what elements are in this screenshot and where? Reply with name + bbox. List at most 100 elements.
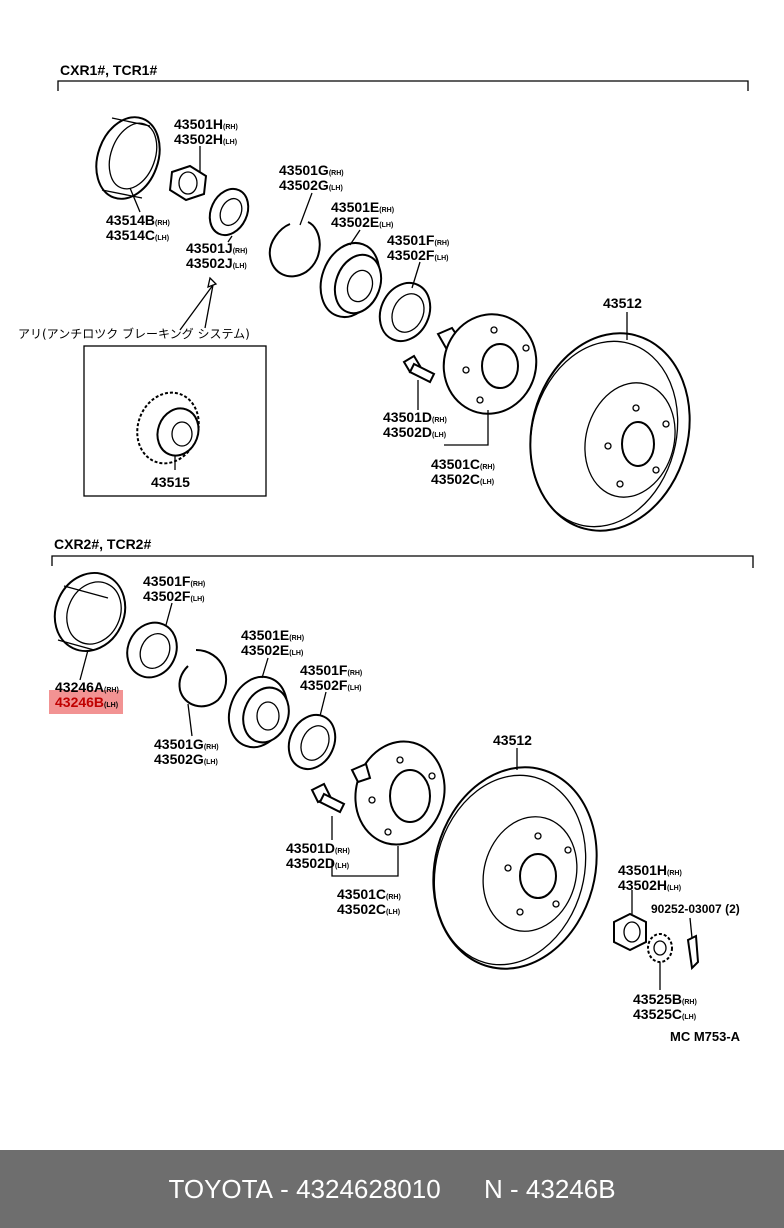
leader-s2-seal-b — [319, 691, 327, 717]
svg-text:43501D(RH): 43501D(RH) — [383, 409, 447, 425]
leader-s1-hub — [444, 410, 489, 446]
lock-nut-part — [208, 187, 250, 237]
svg-text:43502C(LH): 43502C(LH) — [431, 471, 494, 487]
highlighted-part-number: 43246B(LH) — [55, 694, 118, 710]
callout-s2-seal-a: 43501F(RH) 43502F(LH) — [143, 573, 205, 604]
footer-separator: - — [272, 1173, 297, 1204]
leader-s1-snap — [299, 192, 313, 226]
callout-s1-bearing: 43501E(RH) 43502E(LH) — [331, 199, 394, 230]
svg-text:43502F(LH): 43502F(LH) — [143, 588, 204, 604]
svg-text:43502F(LH): 43502F(LH) — [300, 677, 361, 693]
svg-text:43501F(RH): 43501F(RH) — [143, 573, 205, 589]
callout-s2-lock: 43525B(RH) 43525C(LH) — [633, 991, 697, 1022]
svg-text:43501H(RH): 43501H(RH) — [618, 862, 682, 878]
axle-hub-2-part — [350, 740, 446, 846]
leader-s1-seal — [411, 261, 421, 289]
svg-text:43502C(LH): 43502C(LH) — [337, 901, 400, 917]
snap-ring-part — [268, 221, 321, 278]
svg-text:43502G(LH): 43502G(LH) — [154, 751, 218, 767]
section-bracket-1 — [57, 80, 749, 91]
svg-text:43501F(RH): 43501F(RH) — [387, 232, 449, 248]
callout-s1-rotor: 43515 — [151, 474, 190, 490]
svg-text:43502F(LH): 43502F(LH) — [387, 247, 448, 263]
hub-nut-2-part — [613, 912, 647, 952]
hub-cover-43246-part — [53, 572, 127, 652]
callout-s2-pin: 90252-03007 (2) — [651, 902, 740, 916]
leader-s2-seal-a — [165, 602, 173, 626]
parts-diagram: CXR1#, TCR1# — [18, 62, 754, 1044]
snap-ring-2-part — [178, 649, 228, 708]
svg-text:43502J(LH): 43502J(LH) — [186, 255, 247, 271]
brake-disc-part — [529, 332, 691, 532]
hub-cover-part — [95, 116, 161, 200]
hub-nut-part — [168, 164, 208, 202]
leader-s2-snap — [187, 703, 193, 737]
callout-s2-cover: 43246A(RH) 43246B(LH) — [55, 679, 119, 710]
leader-s2-hub — [331, 846, 399, 877]
section-bracket-2 — [51, 555, 754, 568]
callout-s1-seal: 43501F(RH) 43502F(LH) — [387, 232, 449, 263]
svg-text:43502H(LH): 43502H(LH) — [174, 131, 237, 147]
svg-text:43501C(RH): 43501C(RH) — [337, 886, 401, 902]
callout-s1-cover: 43514B(RH) 43514C(LH) — [106, 212, 170, 243]
cotter-pin-part — [686, 934, 700, 971]
callout-s2-seal-b: 43501F(RH) 43502F(LH) — [300, 662, 362, 693]
callout-s2-snap: 43501G(RH) 43502G(LH) — [154, 736, 219, 767]
leader-s2-cover — [79, 649, 89, 681]
leader-s1-nut — [227, 235, 233, 243]
svg-text:43514B(RH): 43514B(RH) — [106, 212, 170, 228]
lock-cap-part — [647, 933, 673, 963]
bearing-part — [319, 242, 383, 318]
svg-text:43501E(RH): 43501E(RH) — [331, 199, 394, 215]
svg-text:43502E(LH): 43502E(LH) — [241, 642, 303, 658]
svg-text:43502E(LH): 43502E(LH) — [331, 214, 393, 230]
svg-text:43501E(RH): 43501E(RH) — [241, 627, 304, 643]
svg-text:43502D(LH): 43502D(LH) — [286, 855, 349, 871]
callout-s1-snap: 43501G(RH) 43502G(LH) — [279, 162, 344, 193]
footer-bar: TOYOTA - 4324628010 N - 43246B — [0, 1150, 784, 1228]
section-heading-cxr2: CXR2#, TCR2# — [54, 536, 151, 552]
svg-text:43501F(RH): 43501F(RH) — [300, 662, 362, 678]
callout-s2-bearing: 43501E(RH) 43502E(LH) — [241, 627, 304, 658]
svg-text:43501H(RH): 43501H(RH) — [174, 116, 238, 132]
abs-sensor-rotor-part — [136, 391, 200, 465]
svg-text:43501G(RH): 43501G(RH) — [279, 162, 344, 178]
axle-hub-part — [436, 313, 538, 415]
svg-text:43501J(RH): 43501J(RH) — [186, 240, 248, 256]
callout-s1-cap: 43501H(RH) 43502H(LH) — [174, 116, 238, 147]
section-heading-cxr1: CXR1#, TCR1# — [60, 62, 157, 78]
abs-arrow-icon — [207, 276, 218, 289]
callout-s2-hub: 43501C(RH) 43502C(LH) — [337, 886, 401, 917]
callout-s2-disc: 43512 — [493, 732, 532, 748]
highlight-box — [49, 690, 123, 714]
svg-text:43525B(RH): 43525B(RH) — [633, 991, 697, 1007]
leader-s2-bearing — [261, 657, 269, 679]
svg-text:43502G(LH): 43502G(LH) — [279, 177, 343, 193]
svg-text:43502H(LH): 43502H(LH) — [618, 877, 681, 893]
bearing-2-part — [227, 675, 290, 749]
oil-seal-part — [378, 281, 432, 343]
svg-text:43246A(RH): 43246A(RH) — [55, 679, 119, 695]
callout-s1-hub: 43501C(RH) 43502C(LH) — [431, 456, 495, 487]
hub-bolt-part — [402, 354, 436, 384]
leader-s2-pin — [689, 917, 693, 939]
svg-text:43514C(LH): 43514C(LH) — [106, 227, 169, 243]
leader-s1-cover — [129, 187, 141, 213]
callout-s1-disc: 43512 — [603, 295, 642, 311]
svg-text:43501G(RH): 43501G(RH) — [154, 736, 219, 752]
abs-note: アリ(アンチロツク ブレーキング システム) — [18, 326, 250, 341]
abs-pointer — [179, 284, 214, 331]
footer-ref: N - 43246B — [484, 1173, 616, 1204]
footer-brand: TOYOTA — [168, 1173, 273, 1204]
oil-seal-a-part — [126, 621, 178, 679]
abs-inset-box — [83, 345, 267, 497]
figure-code: MC M753-A — [670, 1029, 741, 1044]
callout-s2-nut: 43501H(RH) 43502H(LH) — [618, 862, 682, 893]
svg-text:43502D(LH): 43502D(LH) — [383, 424, 446, 440]
callout-s2-bolt: 43501D(RH) 43502D(LH) — [286, 840, 350, 871]
brake-disc-2-part — [432, 766, 598, 970]
svg-text:43501C(RH): 43501C(RH) — [431, 456, 495, 472]
leader-s1-bearing — [349, 229, 361, 246]
svg-text:43501D(RH): 43501D(RH) — [286, 840, 350, 856]
callout-s1-nut: 43501J(RH) 43502J(LH) — [186, 240, 248, 271]
